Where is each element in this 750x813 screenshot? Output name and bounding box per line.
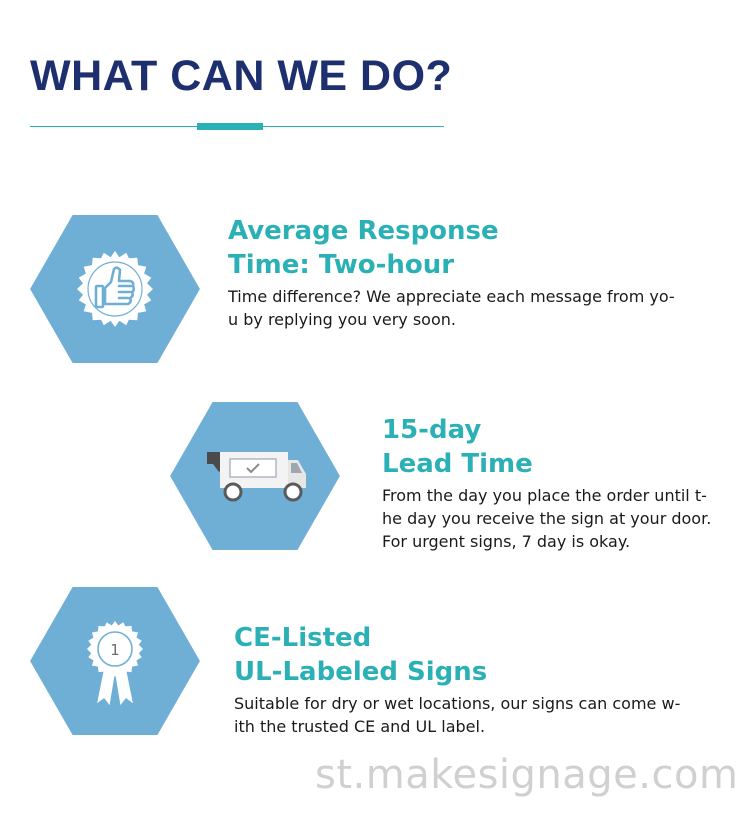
award-ribbon-icon: 1 [30,587,200,735]
thumbs-up-badge-icon [30,215,200,363]
feature-desc-response: Time difference? We appreciate each mess… [228,287,675,329]
title-divider-accent [197,123,263,130]
page-title: WHAT CAN WE DO? [30,52,453,100]
feature-hexagon-certification: 1 [30,587,200,735]
feature-title-response: Average Response Time: Two-hour [228,216,499,280]
feature-desc-certification: Suitable for dry or wet locations, our s… [234,694,681,736]
award-badge-number: 1 [110,641,120,659]
feature-title-certification: CE-Listed UL-Labeled Signs [234,623,488,687]
feature-desc-lead-time: From the day you place the order until t… [382,486,712,551]
feature-hexagon-response [30,215,200,363]
delivery-truck-icon [170,402,340,550]
feature-title-lead-time: 15-day Lead Time [382,415,533,479]
feature-hexagon-lead-time [170,402,340,550]
site-watermark: st.makesignage.com [315,752,739,798]
